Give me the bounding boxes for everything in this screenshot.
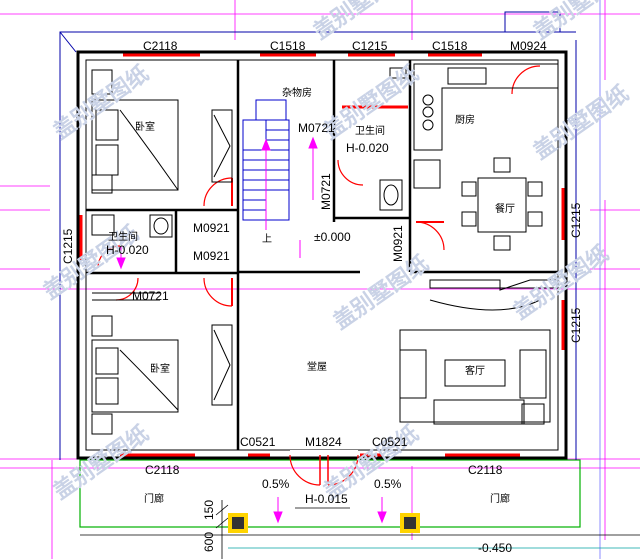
- watermark: 盖别墅图纸: [49, 421, 154, 505]
- bath-fixtures: [91, 67, 407, 238]
- direction-arrows: [116, 136, 387, 524]
- label-m0721-left: M0721: [132, 289, 169, 303]
- label-h015: H-0.015: [305, 492, 348, 506]
- dining-table: [461, 157, 543, 251]
- label-c0521-b: C0521: [372, 435, 408, 449]
- label-bedroom-top: 卧室: [135, 120, 155, 133]
- label-bathroom-center: 卫生间: [355, 124, 385, 137]
- exterior-walls: [76, 50, 568, 460]
- porch-columns: [228, 513, 420, 533]
- dimension-lines: [215, 500, 350, 559]
- label-c1518-top-2: C1518: [432, 39, 468, 53]
- label-c1215-right-1: C1215: [569, 202, 583, 238]
- label-m0921-vertical: M0921: [391, 225, 405, 262]
- label-level-zero: ±0.000: [314, 230, 351, 244]
- label-c1215-left: C1215: [61, 228, 75, 264]
- label-m1824: M1824: [305, 435, 342, 449]
- label-porch-left: 门廊: [144, 492, 164, 505]
- interior-walls: [86, 60, 558, 450]
- label-m0721-center: M0721: [298, 121, 335, 135]
- watermark: 盖别墅图纸: [529, 81, 634, 165]
- label-dining: 餐厅: [495, 202, 515, 215]
- door-swings: [97, 65, 541, 486]
- label-m0921-a: M0921: [193, 221, 230, 235]
- label-c2118-bottom-right: C2118: [468, 463, 503, 477]
- label-c2118-top-left: C2118: [143, 39, 178, 53]
- label-c0521-a: C0521: [240, 435, 276, 449]
- label-storage-room: 杂物房: [282, 86, 312, 99]
- label-dim-600: 600: [202, 532, 216, 552]
- label-dim-150: 150: [202, 500, 216, 520]
- label-m0921-b: M0921: [193, 249, 230, 263]
- label-hall: 堂屋: [307, 361, 327, 373]
- bed-bottom: [91, 292, 233, 435]
- label-c2118-bottom-left: C2118: [145, 463, 180, 477]
- label-porch-right: 门廊: [490, 492, 510, 505]
- label-bathroom-left: 卫生间: [108, 230, 138, 243]
- label-slope-right: 0.5%: [374, 477, 402, 491]
- bed-top: [91, 69, 233, 194]
- label-c1215-right-2: C1215: [569, 307, 583, 343]
- label-m0721-vertical: M0721: [319, 173, 333, 210]
- label-h020-center: H-0.020: [346, 141, 389, 155]
- labels: C2118 C1518 C1215 C1518 M0924 杂物房 卧室 厨房 …: [61, 39, 583, 555]
- label-bedroom-bottom: 卧室: [150, 362, 170, 375]
- living-furniture: [399, 279, 559, 425]
- label-stairs-up: 上: [262, 233, 272, 245]
- label-slope-left: 0.5%: [262, 477, 290, 491]
- watermark: 盖别墅图纸: [329, 251, 434, 335]
- label-h450: -0.450: [478, 541, 512, 555]
- outer-line: [59, 11, 577, 460]
- label-kitchen: 厨房: [455, 113, 475, 126]
- label-c1518-top-1: C1518: [270, 39, 306, 53]
- label-m0924: M0924: [510, 39, 547, 53]
- windows: [79, 53, 565, 457]
- label-living-room: 客厅: [465, 364, 485, 377]
- label-c1215-top: C1215: [352, 39, 388, 53]
- watermark: 盖别墅图纸: [509, 241, 614, 325]
- label-h020-left: H-0.020: [106, 243, 149, 257]
- kitchen-fixtures: [413, 63, 559, 189]
- porch-outline: [79, 459, 581, 528]
